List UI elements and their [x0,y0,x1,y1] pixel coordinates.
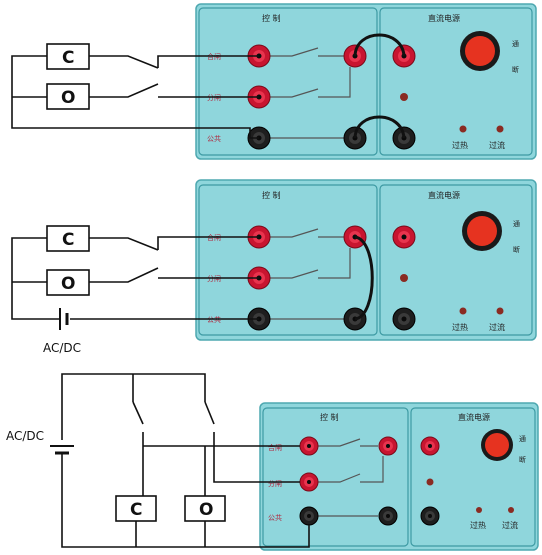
control-section [198,184,378,336]
panel-internal-wire [270,248,351,279]
terminal-label-common: 公共 [207,134,221,143]
power-led [400,93,408,101]
open-coil-box [184,495,226,522]
diagram-3: 控 制 直流电源 合闸 分闸 公共 通 断 过热 过流 AC/DC [6,373,539,551]
power-header: 直流电源 [428,13,460,23]
overheat-label: 过热 [452,322,468,332]
circuit-wire [61,453,310,548]
terminal-label-common: 公共 [268,513,282,522]
circuit-wire [157,55,259,68]
switch-off-label: 断 [512,65,519,74]
power-button[interactable] [462,211,502,251]
power-button[interactable] [481,429,513,461]
circuit-wire [11,237,60,320]
diagram-1: 控 制 直流电源 合闸 分闸 公共 通 断 过热 过流 C O [11,3,537,160]
switch-on-label: 通 [512,39,519,48]
panel-internal-wire [270,67,351,98]
circuit-wire [157,236,259,250]
source-label: AC/DC [6,429,44,443]
switch-off-label: 断 [519,455,526,464]
close-coil-box [115,495,157,522]
circuit-wire [11,55,259,139]
terminal-close-red[interactable] [299,436,319,456]
device-panel [195,179,537,341]
terminal-label-open: 分闸 [268,479,282,488]
power-section [379,7,533,156]
overheat-led [459,307,467,315]
panel-internal-wire [318,438,378,447]
source-label: AC/DC [43,341,81,355]
terminal-switch-common-black[interactable] [378,506,398,526]
control-section [198,7,378,156]
open-coil-label: O [199,500,213,520]
diagram-2: 控 制 直流电源 合闸 分闸 公共 通 断 过热 过流 C O [11,179,537,355]
circuit-wire [89,267,159,283]
overcurrent-led [496,125,504,133]
power-header: 直流电源 [458,412,490,422]
overheat-led [476,507,482,513]
overcurrent-led [508,507,514,513]
jumper-wire-black [353,115,406,139]
overheat-led [459,125,467,133]
panel-internal-wire [318,456,384,483]
overcurrent-label: 过流 [489,140,505,150]
close-coil-box [46,43,90,70]
device-panel [195,3,537,160]
close-coil-box [46,225,90,252]
panel-internal-wire [270,47,344,57]
overcurrent-label: 过流 [489,322,505,332]
jumper-wire-red [353,33,406,57]
power-button[interactable] [460,31,500,71]
power-led [400,274,408,282]
terminal-power-positive-red[interactable] [392,225,416,249]
open-coil-label: O [61,88,75,108]
overheat-label: 过热 [452,140,468,150]
close-coil-label: C [62,48,74,68]
open-coil-label: O [61,274,75,294]
circuit-wire [213,432,300,483]
close-coil-label: C [130,500,142,520]
control-header: 控 制 [262,190,281,200]
switch-on-label: 通 [513,219,520,228]
terminal-power-negative-black[interactable] [420,506,440,526]
overheat-label: 过热 [470,520,486,530]
jumper-wire [354,235,374,321]
power-section [410,407,536,547]
terminal-power-negative-black[interactable] [392,307,416,331]
terminal-open-red[interactable] [299,472,319,492]
panel-internal-wire [270,228,344,238]
circuit-wire [204,401,215,425]
control-header: 控 制 [320,412,339,422]
open-coil-box [46,83,90,110]
circuit-wire [89,237,159,251]
power-led [426,478,434,486]
device-panel [259,402,539,551]
power-header: 直流电源 [428,190,460,200]
control-header: 控 制 [262,13,281,23]
power-section [379,184,533,336]
overcurrent-led [496,307,504,315]
circuit-wire [89,55,159,69]
terminal-common-black[interactable] [299,506,319,526]
overcurrent-label: 过流 [502,520,518,530]
switch-off-label: 断 [513,245,520,254]
terminal-power-positive-red[interactable] [420,436,440,456]
terminal-switch-out-red[interactable] [378,436,398,456]
circuit-wire [89,83,159,98]
close-coil-label: C [62,230,74,250]
terminal-label-close: 合闸 [268,443,282,452]
control-section [262,407,409,547]
circuit-wire [132,401,144,425]
switch-on-label: 通 [519,434,526,443]
